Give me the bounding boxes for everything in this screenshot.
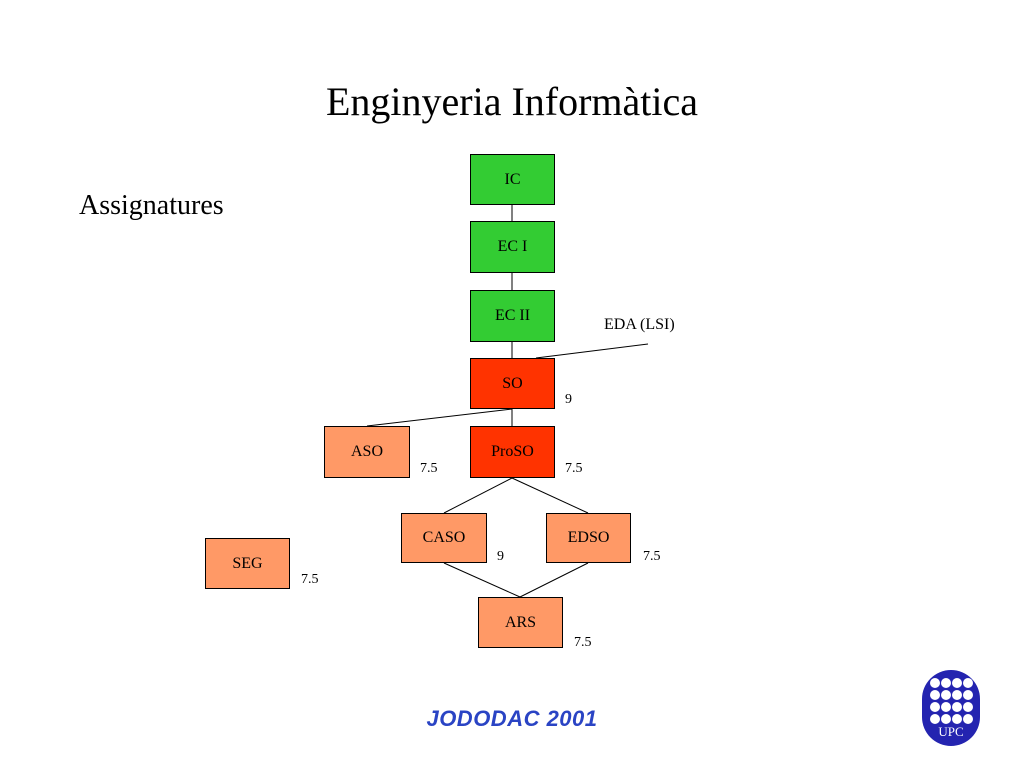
external-prerequisite-label: EDA (LSI): [604, 316, 675, 333]
slide-title: Enginyeria Informàtica: [325, 79, 699, 124]
node-caso: CASO: [401, 513, 487, 563]
node-edso: EDSO: [546, 513, 631, 563]
edge-proso-caso: [443, 477, 513, 514]
edge-edso-ars: [519, 562, 589, 598]
node-seg: SEG: [205, 538, 290, 589]
credits-ars: 7.5: [574, 635, 592, 650]
edge-eda-so: [535, 343, 649, 359]
upc-logo-text: UPC: [938, 724, 964, 739]
credits-so: 9: [565, 392, 572, 407]
upc-logo-dots-icon: [930, 678, 974, 724]
credits-seg: 7.5: [301, 572, 319, 587]
edge-caso-ars: [443, 562, 521, 598]
node-ic: IC: [470, 154, 555, 205]
node-ec2: EC II: [470, 290, 555, 342]
footer-text: JODODAC 2001: [426, 706, 598, 731]
node-proso: ProSO: [470, 426, 555, 478]
credits-proso: 7.5: [565, 461, 583, 476]
node-so: SO: [470, 358, 555, 409]
edge-proso-edso: [511, 477, 589, 514]
node-aso: ASO: [324, 426, 410, 478]
node-ec1: EC I: [470, 221, 555, 273]
credits-edso: 7.5: [643, 549, 661, 564]
node-ars: ARS: [478, 597, 563, 648]
credits-aso: 7.5: [420, 461, 438, 476]
upc-logo: UPC: [922, 670, 980, 746]
slide-subtitle: Assignatures: [79, 190, 224, 221]
edge-so-aso: [366, 408, 513, 427]
credits-caso: 9: [497, 549, 504, 564]
